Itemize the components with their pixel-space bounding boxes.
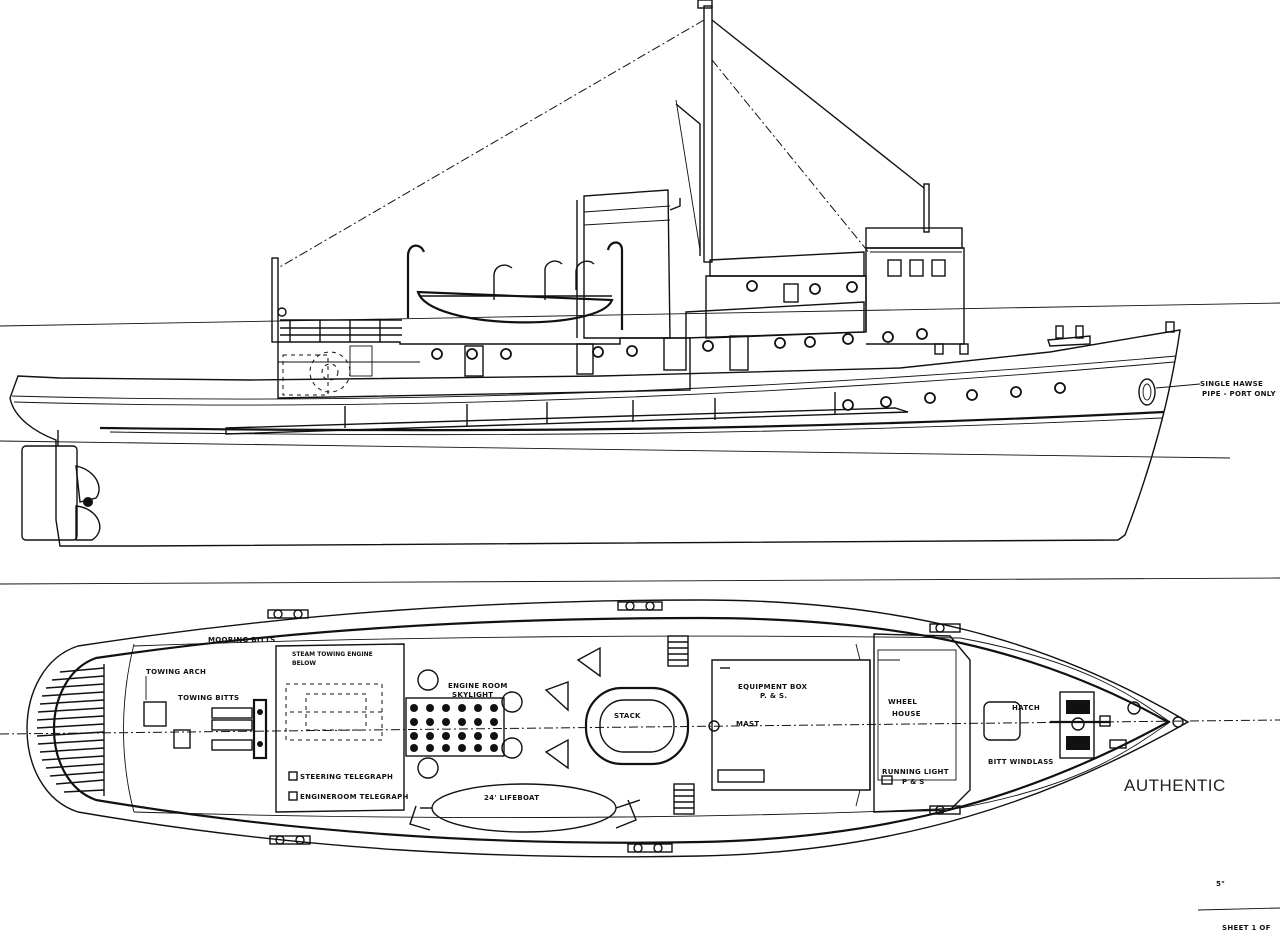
stern-grating (36, 664, 105, 796)
backstay (711, 19, 925, 189)
mooring-bitts (267, 601, 961, 853)
ladder-top (667, 635, 689, 667)
ventilator (544, 260, 563, 300)
mast-step (708, 720, 720, 732)
deck-edge (133, 635, 1171, 819)
aft-rail (280, 319, 402, 342)
equipment-box-label-1: EQUIPMENT BOX (738, 683, 808, 691)
ladder (663, 337, 687, 371)
steering-telegraph-box (288, 771, 298, 781)
ladder-bottom (673, 783, 695, 815)
steam-engine-label-2: BELOW (292, 660, 316, 667)
fender-strake (225, 407, 909, 435)
running-light-label-1: RUNNING LIGHT (882, 768, 949, 776)
hawse-pipe-label-2: PIPE - PORT ONLY (1202, 390, 1276, 398)
main-mast (703, 5, 713, 263)
steering-telegraph-label: STEERING TELEGRAPH (300, 773, 393, 781)
towing-bitts-label: TOWING BITTS (178, 694, 239, 702)
ventilator (575, 260, 595, 290)
stay (711, 59, 871, 255)
towing-engine-hidden (282, 354, 329, 396)
hawse-pipe-plan (1127, 701, 1141, 715)
main-deck-rail (685, 301, 865, 339)
wheel-house-label-2: HOUSE (892, 710, 921, 718)
mast-label: MAST (736, 720, 759, 728)
towing-arch-base (143, 701, 167, 727)
lifeboat-plan (431, 783, 617, 833)
sheet-number: SHEET 1 OF (1222, 924, 1271, 932)
wheelhouse-window (909, 259, 924, 277)
plan-view: MOORING BITTS TOWING ARCH TOWING BITTS S… (0, 577, 1280, 858)
hull-outline (9, 329, 1181, 547)
rudder (21, 445, 78, 541)
davit-forward (606, 241, 624, 330)
ventilator (493, 264, 513, 300)
engine-room-label-1: ENGINE ROOM (448, 682, 508, 690)
stack (583, 189, 671, 339)
stack-plan (584, 686, 690, 766)
hatch-label: HATCH (1012, 704, 1040, 712)
towing-bitts (211, 698, 268, 760)
bulwark-inner (53, 616, 1171, 844)
upper-rail (709, 251, 865, 277)
engine-room-label-2: SKYLIGHT (452, 691, 493, 699)
windlass-plan (1050, 691, 1111, 759)
hawse-pipe (1138, 378, 1156, 406)
ventilator-tops (417, 646, 601, 779)
wheelhouse-top (873, 633, 971, 813)
waterline (0, 440, 1231, 459)
aft-mast (271, 257, 279, 343)
corner-mark: 5" (1216, 880, 1225, 888)
wheel-house-label-1: WHEEL (888, 698, 917, 706)
engine-telegraph-box (288, 791, 298, 801)
propeller-blade-lower (75, 505, 101, 541)
lifeboat-label: 24' LIFEBOAT (484, 794, 539, 802)
wheelhouse-window (887, 259, 902, 277)
engine-telegraph-label: ENGINEROOM TELEGRAPH (300, 793, 409, 801)
bridge-rail (865, 227, 963, 249)
rub-rail (99, 410, 1165, 432)
forestay (277, 19, 705, 269)
fore-hatch (983, 701, 1021, 741)
equipment-box-label-2: P. & S. (760, 692, 787, 700)
cargo-boom (675, 103, 701, 256)
steam-engine-label-1: STEAM TOWING ENGINE (292, 651, 373, 658)
running-light-label-2: P & S (902, 778, 925, 786)
reference-line (0, 302, 1280, 327)
hawse-pipe-label-1: SINGLE HAWSE (1200, 380, 1263, 388)
deckhouse-door (576, 343, 594, 375)
propeller-blade-upper (75, 465, 100, 503)
deckhouse-top-aft (275, 643, 405, 813)
mooring-bitts-label: MOORING BITTS (208, 636, 276, 644)
towing-drum-hidden (309, 351, 351, 393)
portholes-deckhouse (431, 280, 928, 360)
forward-door (729, 335, 749, 371)
sheer-line (11, 355, 1177, 400)
bitt-windlass-label: BITT WINDLASS (988, 758, 1054, 766)
authentic-stamp: AUTHENTIC (1124, 776, 1226, 795)
wheelhouse-window (931, 259, 946, 277)
stack-label: STACK (614, 712, 641, 720)
engine-room-skylight (405, 697, 505, 757)
portholes-hull (842, 382, 1066, 411)
profile-view: SINGLE HAWSE PIPE - PORT ONLY (0, 0, 1280, 547)
towing-arch-label: TOWING ARCH (146, 668, 206, 676)
lifeboat-profile (416, 290, 614, 324)
bulwark-stanchions (344, 392, 836, 428)
deckhouse-door (464, 345, 484, 377)
deck-outline (26, 599, 1190, 858)
propeller-hub (83, 497, 93, 507)
davit-aft (406, 244, 426, 318)
